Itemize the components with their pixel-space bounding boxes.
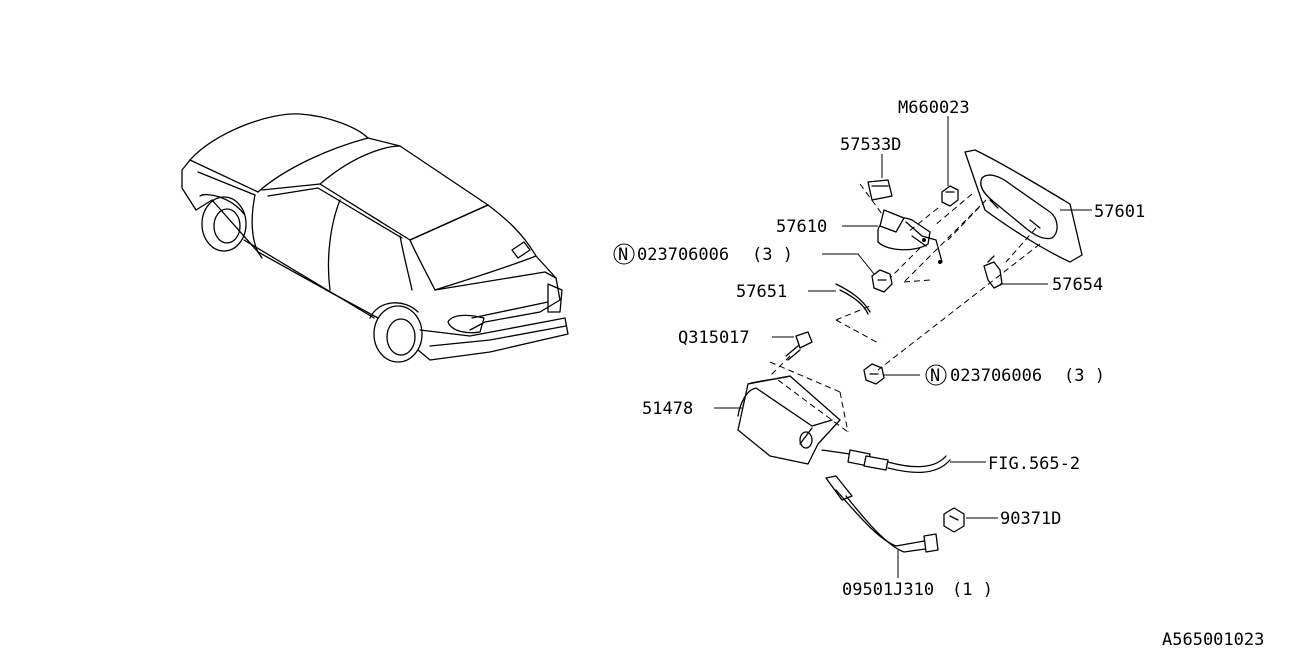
diagram-id: A565001023 [1162,630,1264,650]
part-51478 [737,375,841,465]
label-09501j310-qty: (1 ) [952,580,993,600]
part-57533d [867,179,893,201]
label-09501j310: 09501J310 [842,580,934,600]
label-51478: 51478 [642,399,693,419]
part-nut-lower [863,363,885,385]
label-m660023: M660023 [898,98,970,118]
part-57610 [877,209,943,264]
label-57610: 57610 [776,217,827,237]
assembly-lines [769,183,1041,433]
part-90371d [943,507,965,533]
label-57533d: 57533D [840,135,901,155]
label-57654: 57654 [1052,275,1103,295]
callout-labels: M660023 57533D 57610 57601 N 023706006 (… [613,98,1264,650]
label-q315017: Q315017 [678,328,750,348]
part-m660023 [941,185,959,207]
label-023706006-lower: 023706006 [950,366,1042,386]
part-nut-upper [871,269,893,293]
label-023706006-lower-qty: (3 ) [1064,366,1105,386]
label-57601: 57601 [1094,202,1145,222]
leader-lines [714,116,1092,578]
part-09501j310 [825,475,939,553]
label-90371d: 90371D [1000,509,1061,529]
n-symbol-upper-text: N [618,245,628,265]
label-023706006-upper-qty: (3 ) [752,245,793,265]
vehicle-illustration [181,113,569,363]
part-connector-fig [821,449,951,474]
label-023706006-upper: 023706006 [637,245,729,265]
part-57654 [983,255,1003,289]
part-q315017 [785,331,813,361]
label-fig-565-2: FIG.565-2 [988,454,1080,474]
n-symbol-lower [925,364,947,386]
n-symbol-lower-text: N [930,366,940,386]
label-57651: 57651 [736,282,787,302]
n-symbol-upper [613,243,635,265]
part-57651 [835,283,871,315]
part-57601 [964,149,1083,263]
